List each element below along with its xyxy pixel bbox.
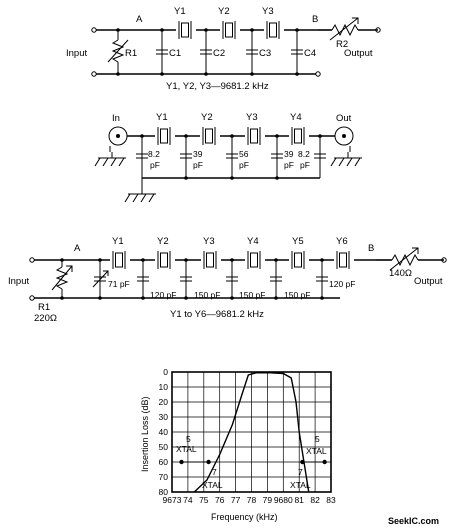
c1-input: Input (66, 48, 87, 59)
watermark: SeekIC.com (388, 516, 439, 526)
marker-dot (179, 459, 184, 465)
xtal5-right-num: 5 (315, 434, 320, 444)
c3-y4: Y4 (247, 236, 259, 247)
c3-y2: Y2 (157, 236, 169, 247)
c3-node-a: A (74, 243, 81, 254)
c1-r1: R1 (125, 48, 137, 59)
c3-output: Output (414, 276, 443, 287)
y-tick-label: 60 (159, 457, 169, 467)
x-tick-label: 78 (247, 495, 257, 505)
c2-c1-val: 8.2 (148, 149, 160, 159)
x-tick-label: 82 (310, 495, 320, 505)
c2-y2: Y2 (201, 112, 213, 123)
xtal5-left-num: 5 (186, 434, 191, 444)
c3-c71: 71 pF (108, 279, 130, 289)
circuit-3: A B Input Output R1 220Ω 140Ω Y1 Y2 Y3 Y… (8, 236, 447, 324)
y-tick-label: 70 (159, 472, 169, 482)
c2-y1: Y1 (156, 112, 168, 123)
c1-node-b: B (312, 14, 318, 25)
c3-y1: Y1 (112, 236, 124, 247)
plot-frame (171, 371, 332, 493)
c1-node-a: A (136, 14, 143, 25)
chart-grid (171, 371, 332, 493)
c1-c1: C1 (169, 48, 181, 59)
x-tick-label: 9680 (274, 495, 293, 505)
xtal5-left-text: XTAL (176, 444, 197, 454)
y-tick-label: 10 (159, 382, 169, 392)
c3-input: Input (8, 276, 29, 287)
c2-c2-unit: pF (193, 160, 203, 170)
c3-y5: Y5 (292, 236, 304, 247)
x-tick-label: 83 (326, 495, 336, 505)
c1-y2: Y2 (218, 6, 230, 17)
c1-output: Output (344, 48, 373, 59)
chart-y-label: Insertion Loss (dB) (140, 396, 150, 472)
c2-c3-val: 56 (239, 149, 249, 159)
xtal7-left-text: XTAL (202, 480, 223, 490)
c3-r1-val: 220Ω (34, 313, 57, 324)
xtal5-right-text: XTAL (306, 446, 327, 456)
c2-c1-unit: pF (150, 160, 160, 170)
xtal7-right-text: XTAL (290, 480, 311, 490)
chart-marks (179, 372, 327, 493)
c3-c120b: 120 pF (329, 279, 355, 289)
x-tick-label: 74 (183, 495, 193, 505)
c1-note: Y1, Y2, Y3—9681.2 kHz (166, 81, 269, 92)
y-tick-label: 50 (159, 442, 169, 452)
y-tick-label: 80 (159, 487, 169, 497)
c1-r2: R2 (336, 39, 348, 50)
x-tick-label: 77 (231, 495, 241, 505)
circuit-1: A B Y1 Y2 Y3 C1 C2 C3 C4 R1 R2 Input Out… (66, 6, 381, 92)
c2-c4-val: 39 (284, 149, 294, 159)
chart-x-label: Frequency (kHz) (211, 512, 278, 522)
c2-c4-unit: pF (284, 160, 294, 170)
c3-c150b: 150 pF (239, 290, 265, 300)
c1-c2: C2 (213, 48, 225, 59)
c3-r2-val: 140Ω (389, 268, 412, 279)
y-tick-label: 0 (163, 367, 168, 377)
circuit-2: In Out Y1 Y2 Y3 Y4 8.2 pF 39 pF 56 pF 39… (94, 112, 363, 203)
marker-dot (300, 459, 305, 465)
c3-node-b: B (368, 243, 374, 254)
y-tick-label: 40 (159, 427, 169, 437)
xtal7-right-num: 7 (298, 467, 303, 477)
c3-c150c: 150 pF (284, 290, 310, 300)
xtal7-left-num: 7 (212, 467, 217, 477)
y-tick-label: 20 (159, 397, 169, 407)
c2-c3-unit: pF (239, 160, 249, 170)
x-tick-label: 76 (215, 495, 225, 505)
c3-c120a: 120 pF (150, 290, 176, 300)
c1-c3: C3 (259, 48, 271, 59)
c2-c5-val: 8.2 (298, 149, 310, 159)
c2-c5-unit: pF (300, 160, 310, 170)
x-tick-label: 9673 (163, 495, 182, 505)
c2-c2-val: 39 (193, 149, 203, 159)
c3-c150a: 150 pF (194, 290, 220, 300)
c1-c4: C4 (304, 48, 316, 59)
x-tick-label: 81 (294, 495, 304, 505)
c2-in: In (112, 113, 120, 124)
c3-note: Y1 to Y6—9681.2 kHz (170, 309, 264, 320)
x-tick-label: 75 (199, 495, 209, 505)
c2-out: Out (336, 113, 352, 124)
x-tick-label: 79 (263, 495, 273, 505)
y-tick-label: 30 (159, 412, 169, 422)
c2-y4: Y4 (290, 112, 302, 123)
marker-dot (206, 459, 211, 465)
c2-y3: Y3 (246, 112, 258, 123)
c3-y6: Y6 (336, 236, 348, 247)
c3-r1: R1 (38, 302, 50, 313)
c1-y3: Y3 (262, 6, 274, 17)
c1-y1: Y1 (174, 6, 186, 17)
response-curve (193, 372, 310, 493)
marker-dot (322, 459, 327, 465)
c3-y3: Y3 (203, 236, 215, 247)
